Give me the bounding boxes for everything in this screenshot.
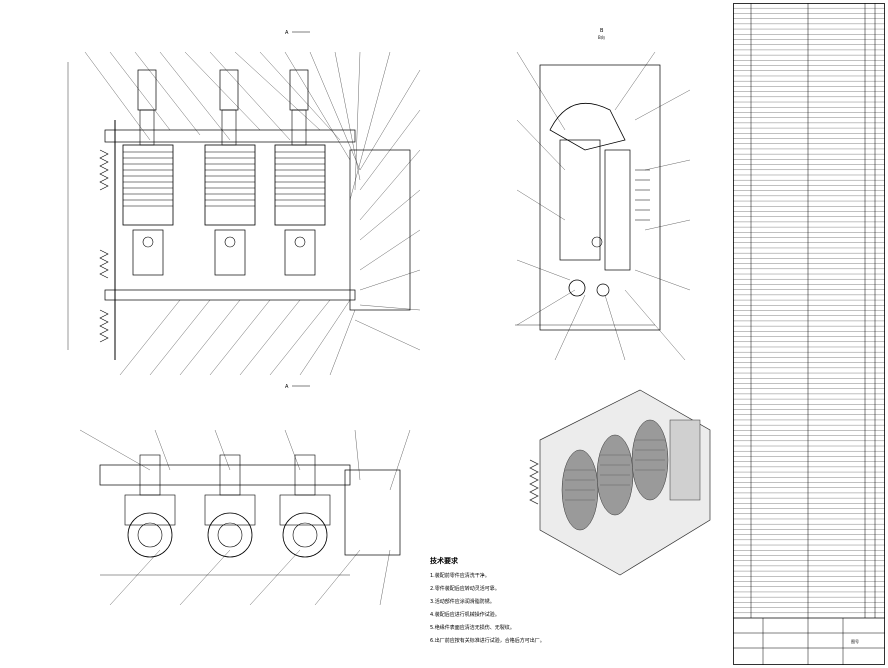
bom-rows: [733, 8, 885, 613]
front-view-label: A: [285, 30, 289, 36]
bill-of-materials-table: 图号: [733, 3, 885, 665]
pole-assembly-1: [122, 69, 174, 276]
pole-plan-1: [124, 454, 176, 558]
note-item: 1.装配前零件应清洗干净。: [430, 573, 490, 579]
note-item: 6.出厂前应按有关标准进行试验，合格后方可出厂。: [430, 638, 545, 644]
spring-left: [99, 149, 109, 343]
note-item: 4.装配后应进行机械操作试验。: [430, 612, 500, 618]
side-view: B B向: [515, 28, 691, 361]
side-view-label: B: [600, 28, 604, 34]
plan-view: A: [79, 384, 411, 606]
title-block-label: 图号: [851, 638, 859, 644]
pole-assembly-3: [274, 69, 326, 276]
plan-view-label: A: [285, 384, 289, 390]
notes-title: 技术要求: [430, 557, 458, 565]
pole-assembly-2: [204, 69, 256, 276]
front-view: A: [67, 30, 421, 376]
isometric-view: [529, 389, 711, 576]
pole-plan-2: [204, 454, 256, 558]
side-view-sublabel: B向: [598, 34, 605, 40]
technical-notes: 技术要求 1.装配前零件应清洗干净。 2.零件装配后应转动灵活可靠。 3.活动部…: [430, 555, 730, 648]
title-block: 图号: [733, 617, 885, 665]
note-item: 5.绝缘件表面应清洁无损伤、无裂纹。: [430, 625, 515, 631]
note-item: 3.活动部件应涂润滑脂防锈。: [430, 599, 495, 605]
note-item: 2.零件装配后应转动灵活可靠。: [430, 586, 500, 592]
pole-plan-3: [279, 454, 331, 558]
